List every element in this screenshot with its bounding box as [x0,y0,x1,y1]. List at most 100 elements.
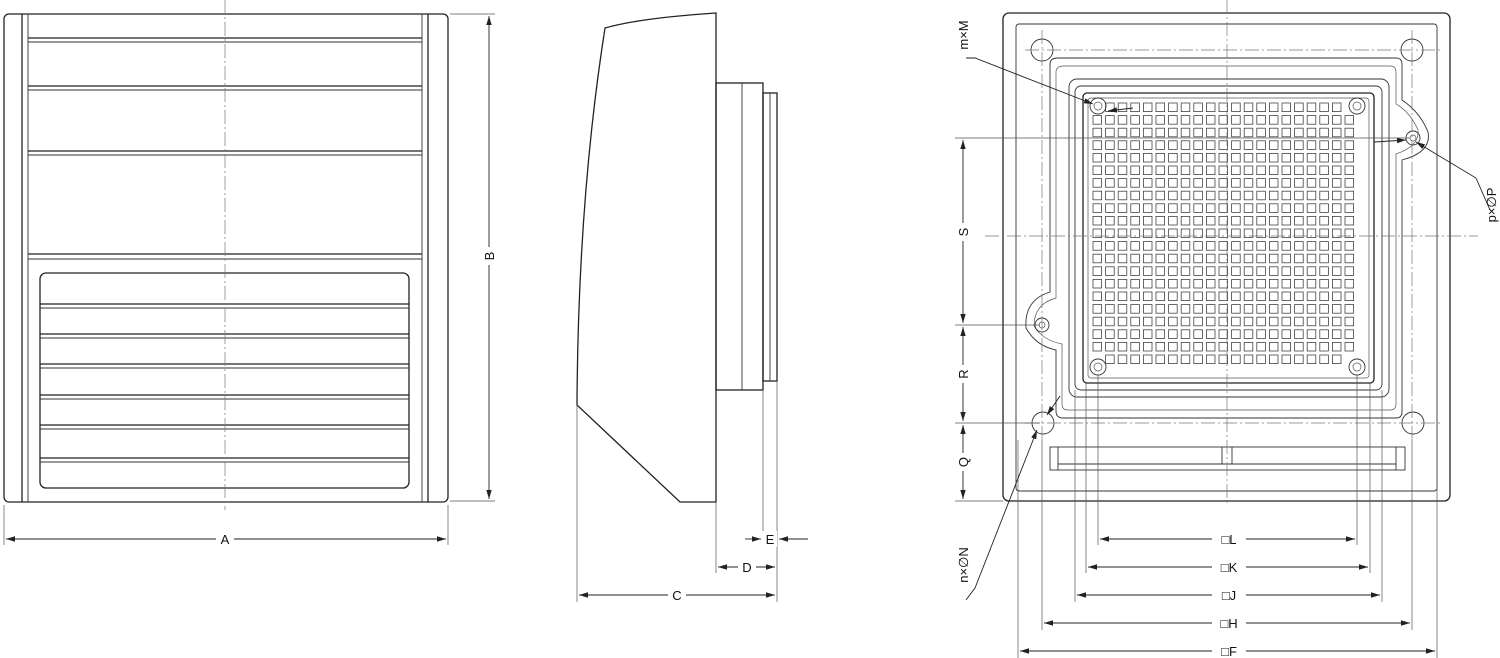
grille-cell [1092,304,1103,314]
grille-cell [1193,178,1203,188]
grille-cell [1231,278,1241,289]
label-K: □K [1221,560,1238,575]
grille-cell [1168,102,1178,113]
grille-cell [1206,329,1216,339]
grille-cell [1306,165,1317,176]
grille-cell [1231,152,1241,163]
grille-cell [1256,304,1266,314]
grille-cell [1344,253,1355,264]
grille-cell [1105,304,1115,314]
grille-cell [1269,152,1279,163]
grille-cell [1218,165,1229,176]
grille-cell [1155,278,1166,289]
grille-cell [1155,203,1166,213]
grille-cell [1294,316,1304,327]
grille-cell [1256,127,1266,138]
grille-cell [1231,203,1241,213]
grille-cell [1143,215,1153,226]
grille-cell [1206,316,1216,327]
grille-cell [1319,152,1329,163]
grille-cell [1231,228,1241,239]
grille-cell [1130,115,1140,125]
grille-cell [1281,115,1292,125]
grille-cell [1281,215,1292,226]
grille-cell [1319,354,1329,365]
grille-cell [1130,316,1140,327]
grille-cell [1281,253,1292,264]
grille-cell [1319,140,1329,150]
grille-cell [1269,291,1279,302]
grille-cell [1319,127,1329,138]
grille-cell [1319,241,1329,251]
label-m-x-M: m×M [956,20,971,49]
grille-cell [1130,203,1140,213]
grille-cell [1332,316,1342,327]
grille-cell [1193,165,1203,176]
grille-cell [1105,152,1115,163]
grille-cell [1168,178,1178,188]
grille-cell [1306,102,1317,113]
grille-cell [1243,102,1254,113]
label-D: D [742,560,751,575]
grille-cell [1281,127,1292,138]
grille-cell [1306,304,1317,314]
grille-cell [1193,341,1203,352]
grille-cell [1294,228,1304,239]
grille-cell [1269,354,1279,365]
grille-cell [1243,165,1254,176]
grille-cell [1319,215,1329,226]
grille-cell [1143,304,1153,314]
grille-cell [1294,341,1304,352]
grille-cell [1193,215,1203,226]
grille-cell [1281,266,1292,276]
grille-cell [1193,228,1203,239]
grille-cell [1294,115,1304,125]
grille-cell [1130,241,1140,251]
grille-cell [1294,102,1304,113]
grille-cell [1281,152,1292,163]
grille-cell [1306,190,1317,201]
grille-cell [1130,253,1140,264]
grille-cell [1319,178,1329,188]
grille-cell [1168,316,1178,327]
grille-cell [1143,152,1153,163]
grille-cell [1117,165,1128,176]
grille-cell [1130,228,1140,239]
grille-cell [1130,266,1140,276]
grille-cell [1281,329,1292,339]
grille-cell [1117,266,1128,276]
grille-cell [1256,266,1266,276]
grille-cell [1306,115,1317,125]
grille-cell [1092,165,1103,176]
grille-cell [1281,291,1292,302]
grille-cell [1319,190,1329,201]
grille-cell [1332,140,1342,150]
grille-cell [1344,215,1355,226]
grille-cell [1256,253,1266,264]
grille-cell [1180,241,1191,251]
grille-cell [1256,190,1266,201]
grille-cell [1117,215,1128,226]
grille-cell [1117,228,1128,239]
grille-cell [1269,266,1279,276]
grille-cell [1155,152,1166,163]
grille-cell [1319,115,1329,125]
grille-cell [1193,152,1203,163]
grille-cell [1092,215,1103,226]
grille-cell [1117,291,1128,302]
grille-cell [1256,115,1266,125]
grille-cell [1243,329,1254,339]
grille-cell [1319,253,1329,264]
grille-cell [1105,115,1115,125]
grille-cell [1256,291,1266,302]
grille-cell [1332,203,1342,213]
grille-cell [1319,203,1329,213]
grille-cell [1243,304,1254,314]
label-H: □H [1220,616,1237,631]
grille-cell [1117,316,1128,327]
grille-cell [1243,215,1254,226]
grille-cell [1256,228,1266,239]
grille-cell [1092,127,1103,138]
label-S: S [956,227,971,236]
grille-cell [1143,354,1153,365]
